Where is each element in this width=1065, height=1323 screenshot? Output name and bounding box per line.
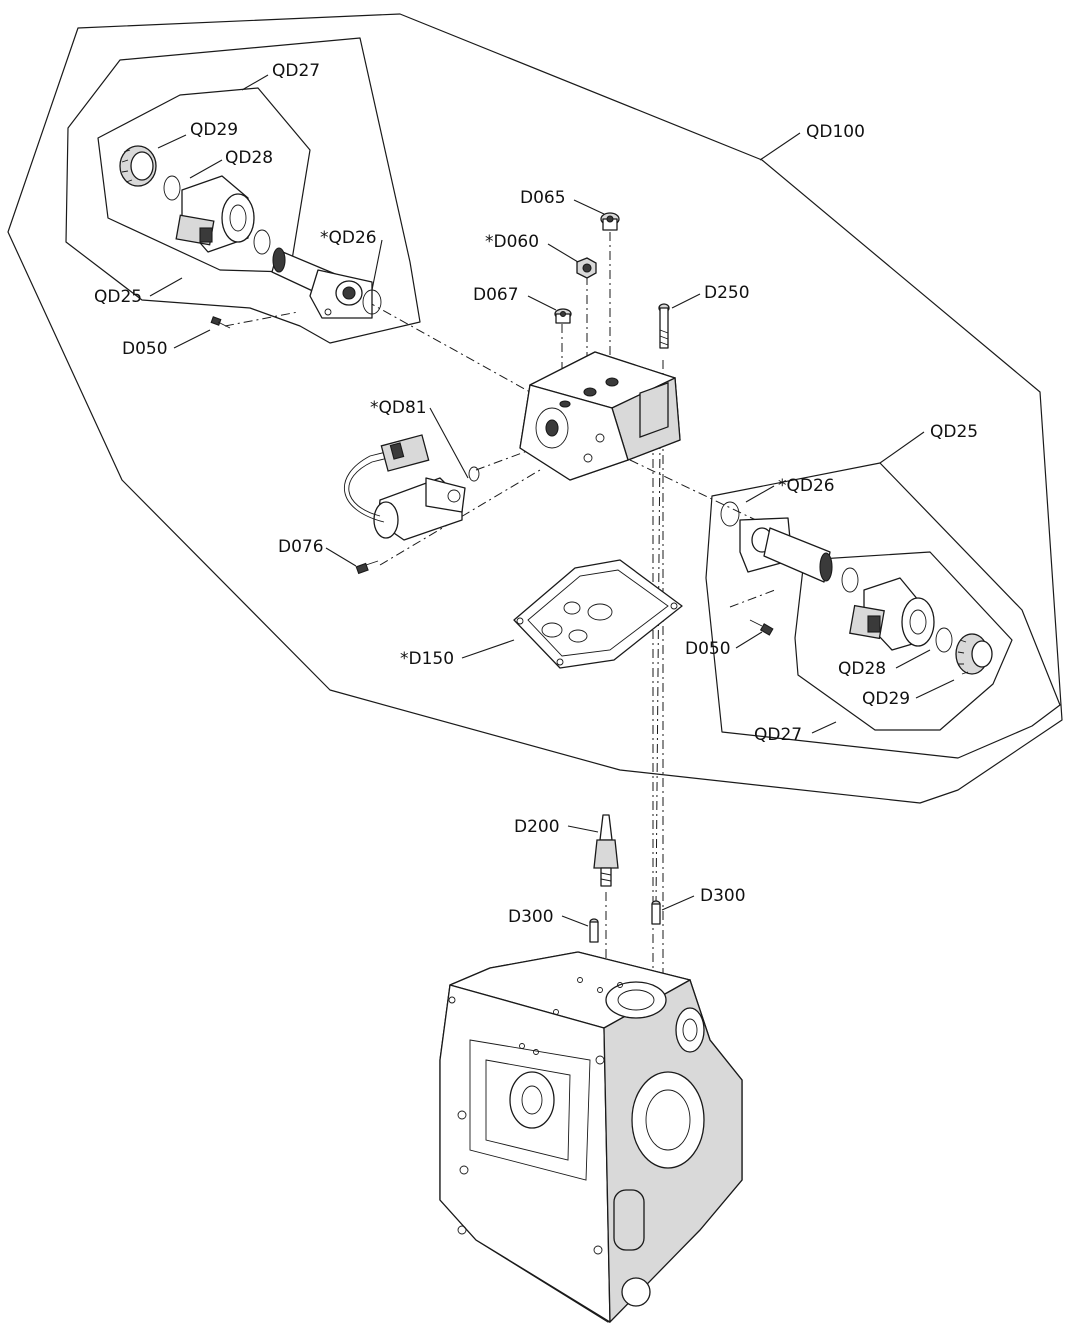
qd100-assembly-outline (7, 13, 1063, 804)
bolt-d250 (658, 303, 670, 349)
label-qd29-top: QD29 (190, 120, 238, 140)
label-qd25-left: QD25 (94, 287, 142, 307)
label-qd28-top: QD28 (225, 148, 273, 168)
label-qd100: QD100 (806, 122, 865, 142)
label-d300-left: D300 (508, 907, 554, 927)
callout-labels: QD27 QD29 QD28 QD100 D065 *D060 *QD26 D0… (94, 61, 978, 927)
qd28-coil-right (841, 567, 953, 653)
qd28-coil-left (163, 175, 271, 255)
pump-housing (439, 951, 743, 1323)
label-d065: D065 (520, 188, 566, 208)
plug-d067 (554, 308, 572, 324)
qd29-nut-right (955, 633, 993, 675)
callout-leaders (149, 74, 955, 927)
solenoid-tube-left (271, 247, 382, 319)
label-d050-right: D050 (685, 639, 731, 659)
label-qd29-bottom: QD29 (862, 689, 910, 709)
label-qd26-left: *QD26 (320, 228, 377, 248)
label-qd26-right: *QD26 (778, 476, 835, 496)
qd27-right-group-outline (794, 551, 1013, 731)
screw-d050-left (210, 316, 231, 329)
qd27-left-group-outline (97, 87, 311, 273)
pin-d300-right (651, 900, 661, 925)
sensor-d200 (593, 814, 619, 887)
assembly-axis-lines (224, 232, 776, 990)
qd25-left-group-outline (65, 37, 421, 344)
label-d250: D250 (704, 283, 750, 303)
label-d150: *D150 (400, 649, 454, 669)
label-d050-left: D050 (122, 339, 168, 359)
qd29-nut-left (119, 145, 157, 187)
screw-d076 (355, 560, 379, 575)
screw-d050-right (749, 619, 774, 636)
label-d076: D076 (278, 537, 324, 557)
nut-d060 (576, 257, 597, 279)
label-qd27-bottom: QD27 (754, 725, 802, 745)
label-d060: *D060 (485, 232, 539, 252)
label-qd28-bottom: QD28 (838, 659, 886, 679)
solenoid-with-connector (344, 434, 480, 541)
solenoid-tube-right (720, 501, 833, 583)
valve-block (519, 351, 681, 481)
label-qd81: *QD81 (370, 398, 427, 418)
plug-d065 (600, 212, 620, 231)
label-d067: D067 (473, 285, 519, 305)
label-qd25-right: QD25 (930, 422, 978, 442)
label-d200: D200 (514, 817, 560, 837)
label-qd27-top: QD27 (272, 61, 320, 81)
label-d300-right: D300 (700, 886, 746, 906)
qd25-right-group-outline (705, 462, 1061, 759)
pin-d300-left (589, 918, 599, 943)
gasket-d150 (513, 559, 683, 669)
